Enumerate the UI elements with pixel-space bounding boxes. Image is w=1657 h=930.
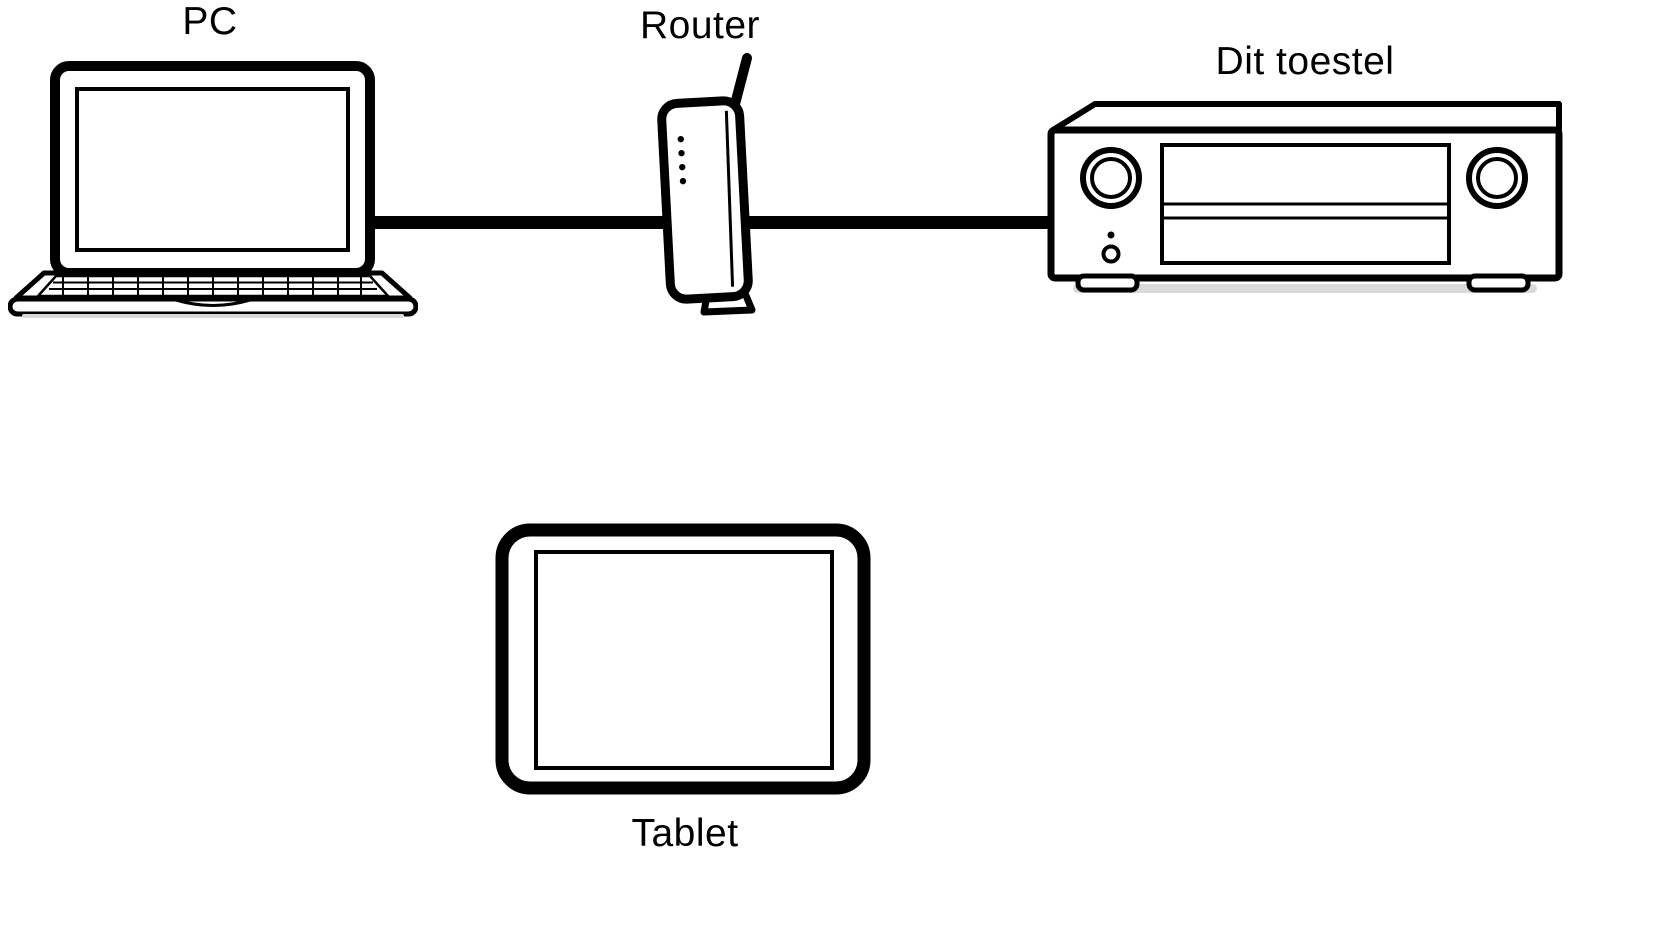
tablet-icon [495,523,871,795]
cable-router-receiver [738,216,1058,229]
laptop-icon [8,61,418,318]
pc-label: PC [182,0,238,43]
router-icon [657,53,756,316]
av-receiver-icon [1047,101,1563,293]
receiver-label: Dit toestel [1215,40,1395,83]
tablet-label: Tablet [631,812,739,855]
router-label: Router [639,4,761,47]
cable-pc-router [365,216,670,229]
